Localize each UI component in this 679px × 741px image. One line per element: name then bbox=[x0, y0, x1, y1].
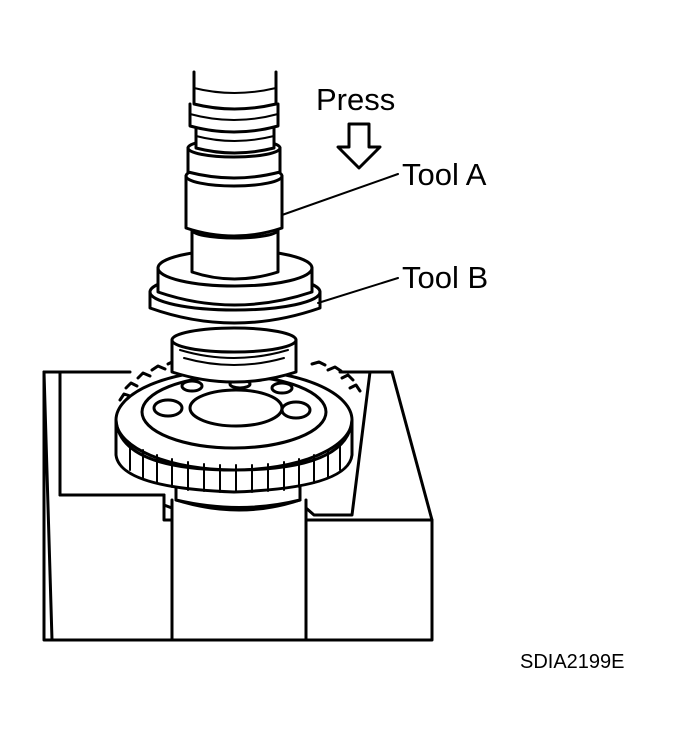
tool-b-leader-line bbox=[317, 277, 399, 304]
press-arrow-icon bbox=[336, 122, 382, 170]
tool-a-label: Tool A bbox=[402, 157, 487, 192]
shaft bbox=[170, 476, 308, 642]
tool-a-leader-line bbox=[281, 173, 399, 216]
figure-code: SDIA2199E bbox=[520, 651, 625, 673]
support-block bbox=[42, 370, 434, 642]
sprocket bbox=[114, 359, 362, 494]
tool-b-label: Tool B bbox=[402, 260, 488, 295]
tool-a bbox=[184, 70, 284, 281]
bearing-collar bbox=[170, 326, 298, 384]
press-label: Press bbox=[316, 82, 395, 117]
